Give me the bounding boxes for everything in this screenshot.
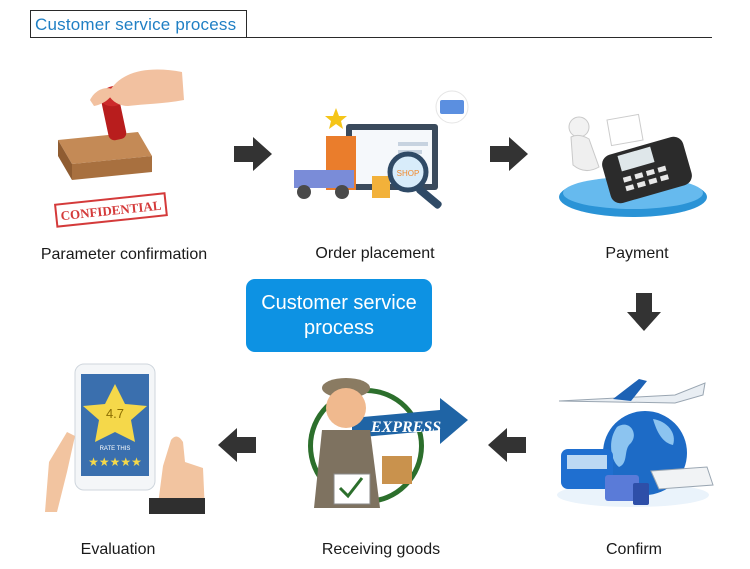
rating-tablet-icon: 4.7 RATE THIS ★★★★★ [45,363,205,514]
pos-terminal-icon [559,113,707,217]
rate-this-label: RATE THIS [100,446,131,452]
arrow-right-1 [234,137,272,171]
center-title-line2: process [303,317,375,339]
header-frame [30,10,247,38]
rating-stars: ★★★★★ [88,455,142,469]
stamp-icon: CONFIDENTIAL [53,69,184,228]
step-label-payment: Payment [605,245,669,262]
arrow-left-1 [488,428,526,462]
online-shop-icon: SHOP [294,90,469,209]
stamp-text: CONFIDENTIAL [60,198,162,224]
arrow-down [627,293,661,331]
page-title: Customer service process [35,15,237,34]
header-divider [30,37,712,38]
courier-express-icon: EXPRESS [308,378,468,508]
step-label-confirm: Confirm [605,541,663,558]
step-label-order-placement: Order placement [315,245,435,262]
rating-value: 4.7 [106,406,124,421]
step-label-parameter-confirmation: Parameter confirmation [40,246,208,263]
shop-sign: SHOP [397,169,420,178]
arrow-left-2 [218,428,256,462]
arrow-right-2 [490,137,528,171]
center-title-box: Customer service process [246,279,432,352]
step-label-receiving-goods: Receiving goods [321,541,441,558]
step-label-evaluation: Evaluation [80,541,156,558]
center-title-line1: Customer service [261,292,417,314]
express-text: EXPRESS [370,419,441,436]
shipping-globe-icon [557,379,714,507]
